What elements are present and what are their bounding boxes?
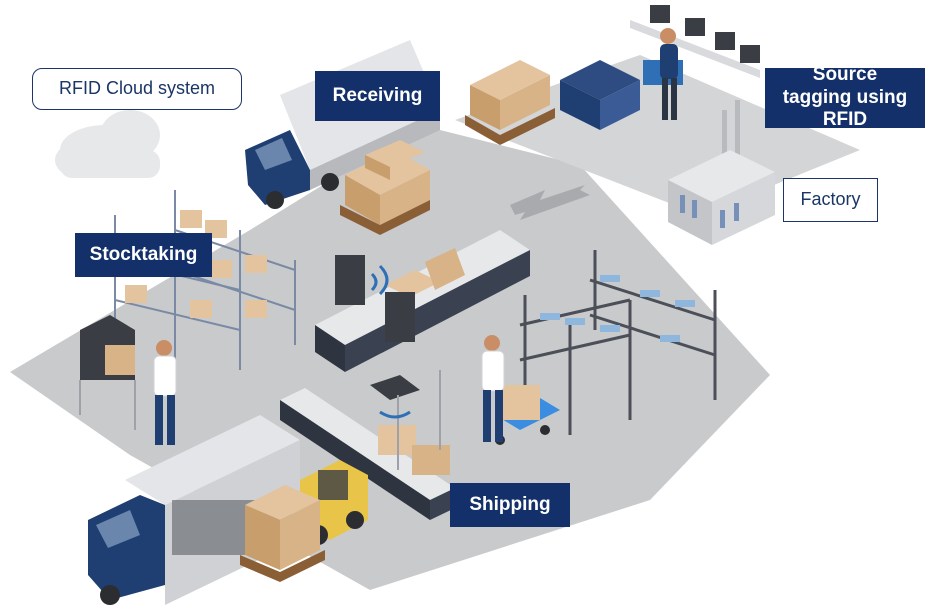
shipping-label: Shipping [450,483,570,527]
cloud-icon [55,110,160,178]
receiving-pallet-icon [340,140,430,235]
pallet-jack-icon [495,385,560,445]
shipping-rfid-reader-icon [370,370,441,470]
factory-label: Factory [783,178,878,222]
source-tagging-label: Source tagging using RFID [765,64,925,130]
tagging-workstation-icon [630,5,760,85]
rfid-reader-icon [335,255,415,342]
receiving-label: Receiving [315,71,440,121]
cloud-system-label: RFID Cloud system [32,68,242,110]
shipping-truck-icon [88,415,300,605]
storage-shelf-icon [519,250,717,435]
shipping-worker-icon [481,335,505,442]
factory-icon [668,100,775,245]
rfid-tunnel-icon [79,315,136,430]
factory-pallet-icon [465,60,640,145]
shipping-pallet-icon [240,485,325,582]
stocktaking-worker-icon [153,340,177,445]
arrow-icon [510,185,590,220]
stocktaking-label: Stocktaking [75,233,212,277]
factory-worker-icon [660,28,678,120]
storage-items-icon [540,275,695,342]
